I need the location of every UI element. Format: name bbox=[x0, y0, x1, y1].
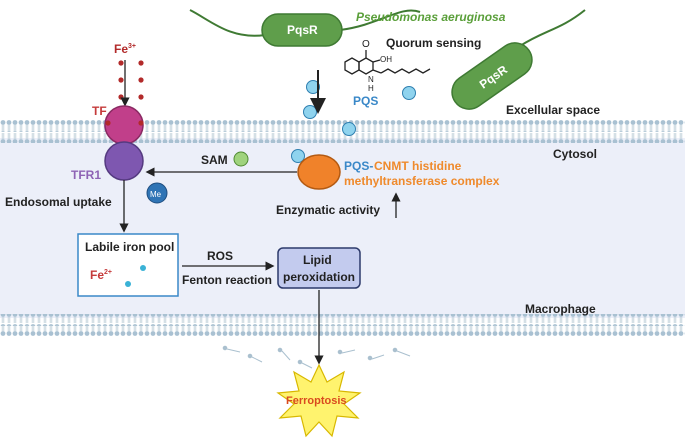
ferroptosis-burst bbox=[276, 363, 362, 438]
oh-group: OH bbox=[380, 55, 392, 64]
quorum-sensing-label: Quorum sensing bbox=[386, 36, 482, 50]
sam-molecule bbox=[233, 151, 249, 167]
fe3-ions bbox=[118, 60, 144, 100]
complex-label-line2: methyltransferase complex bbox=[344, 174, 500, 188]
labile-iron-pool-label: Labile iron pool bbox=[85, 240, 175, 254]
fe2-base: Fe bbox=[90, 268, 105, 282]
fe3-label: Fe3+ bbox=[114, 40, 136, 56]
tf-protein bbox=[104, 105, 144, 145]
fenton-label: Fenton reaction bbox=[182, 273, 273, 287]
plasma-membrane-top bbox=[0, 120, 685, 143]
carbonyl-oxygen: O bbox=[362, 39, 370, 50]
complex-label-pqs: PQS- bbox=[344, 159, 374, 173]
amine-h: H bbox=[368, 84, 374, 93]
fe3-charge: 3+ bbox=[128, 43, 136, 50]
fe2-label: Fe2+ bbox=[90, 266, 112, 282]
cytosol-label: Cytosol bbox=[553, 147, 598, 161]
pqs-molecule bbox=[344, 50, 431, 75]
macrophage-label: Macrophage bbox=[525, 302, 596, 316]
sam-label: SAM bbox=[201, 153, 228, 167]
bacterium-name: Pseudomonas aeruginosa bbox=[356, 10, 506, 24]
me-label: Me bbox=[150, 190, 162, 199]
fe2-charge: 2+ bbox=[104, 269, 112, 276]
tfr1-label: TFR1 bbox=[71, 168, 101, 182]
pqsr-bacterium-1 bbox=[189, 9, 421, 47]
ferroptosis-label: Ferroptosis bbox=[286, 395, 347, 407]
lipid-label-line1: Lipid bbox=[303, 253, 332, 267]
tfr1-receptor bbox=[104, 141, 144, 181]
enzymatic-activity-label: Enzymatic activity bbox=[276, 203, 381, 217]
lipid-label-line2: peroxidation bbox=[283, 270, 356, 284]
pqs-signal-molecules bbox=[291, 80, 416, 163]
pqsr-bacterium-2 bbox=[451, 9, 586, 110]
plasma-membrane-bottom bbox=[0, 314, 685, 337]
pqs-cnmt-complex bbox=[297, 154, 341, 190]
endosomal-uptake-label: Endosomal uptake bbox=[5, 195, 112, 209]
lipid-debris bbox=[222, 345, 411, 369]
complex-label-line1: CNMT histidine bbox=[374, 159, 462, 173]
fe3-base: Fe bbox=[114, 42, 129, 56]
ros-label: ROS bbox=[207, 249, 234, 263]
pqsr-label-1: PqsR bbox=[287, 23, 318, 37]
lipid-peroxidation-box bbox=[277, 247, 361, 289]
amine-n: N bbox=[368, 75, 374, 84]
pqs-label: PQS bbox=[353, 94, 379, 108]
extracellular-space-label: Excellular space bbox=[506, 103, 601, 117]
me-group bbox=[146, 182, 168, 204]
tf-label: TF bbox=[92, 104, 107, 118]
